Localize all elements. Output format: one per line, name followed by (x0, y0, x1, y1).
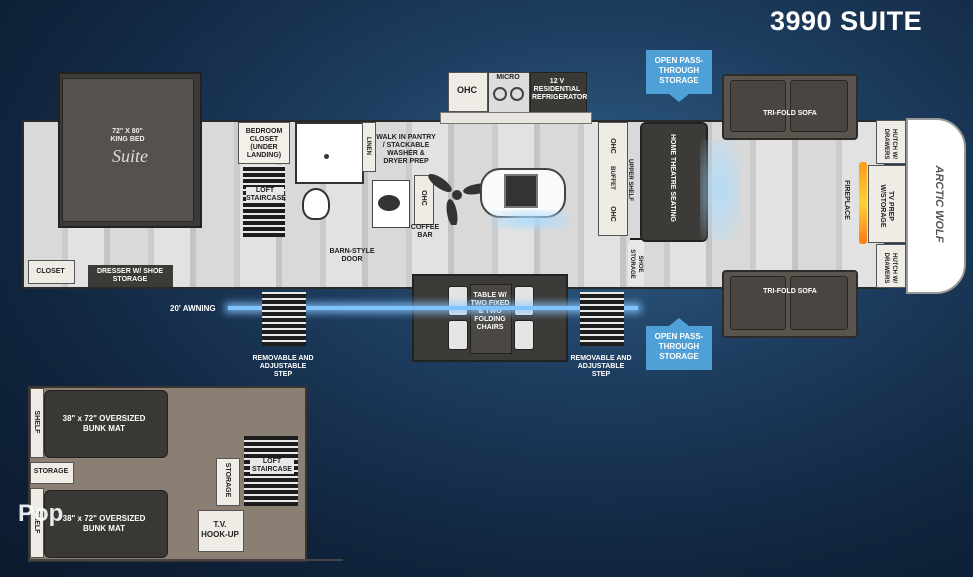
linen-label: LINEN (365, 137, 371, 155)
dresser (88, 265, 173, 287)
coffee-bar-ohc (414, 175, 434, 225)
ohc-top-label: OHC (457, 85, 477, 95)
callout-arrow (669, 94, 689, 102)
bunk-bottom (44, 490, 168, 558)
chair-icon (448, 320, 468, 350)
loft-staircase-label: LOFT STAIRCASE (246, 187, 286, 203)
linen (362, 122, 376, 172)
toilet-icon (302, 188, 330, 220)
hutch-bottom (876, 244, 906, 288)
burner-icon (510, 87, 524, 101)
storage-right-label: STORAGE (224, 462, 231, 498)
hutch-top-label: HUTCH W/ DRAWERS (883, 128, 897, 160)
step-left (262, 292, 306, 346)
tv-hookup-label: T.V. HOOK-UP (201, 520, 239, 539)
shelf-bottom (30, 488, 44, 558)
sofa-bottom-cushion (790, 276, 848, 330)
island-sink-icon (504, 174, 538, 208)
sofa-top-cushion (730, 80, 786, 132)
kitchen-counter (440, 112, 592, 124)
dining-table (470, 284, 512, 354)
front-cap-logo: ARCTIC WOLF (933, 165, 945, 243)
chair-icon (514, 286, 534, 316)
upper-shelf-label: UPPER SHELF (627, 158, 633, 201)
shower-drain-icon (324, 154, 329, 159)
chair-icon (514, 320, 534, 350)
sofa-top-cushion (790, 80, 848, 132)
closet (28, 260, 75, 284)
storage-callout-bottom: OPEN PASS-THROUGH STORAGE (646, 318, 712, 370)
fireplace-glow (859, 162, 867, 244)
island-glow (490, 210, 570, 230)
tv-hookup (198, 510, 244, 552)
bed-label: 72" X 80" KING BED (110, 128, 145, 143)
loft-line (28, 559, 343, 561)
home-theatre-label: HOME THEATRE SEATING (669, 133, 676, 223)
page-title: 3990 SUITE (770, 6, 923, 36)
hutch-top (876, 120, 906, 164)
awning-line (228, 306, 638, 310)
coffee-bar-label: COFFEE BAR (410, 224, 440, 239)
buffet (598, 122, 628, 236)
bedroom-closet-label: BEDROOM CLOSET (UNDER LANDING) (245, 128, 283, 159)
refrigerator (530, 72, 587, 114)
chair-icon (448, 286, 468, 316)
awning-label: 20' AWNING (170, 304, 216, 313)
storage-left-label: STORAGE (33, 468, 69, 475)
storage-left (30, 462, 74, 484)
bunk-top (44, 390, 168, 458)
sofa-top-label: TRI-FOLD SOFA (763, 110, 817, 117)
buffet-ohc-bottom: OHC (609, 206, 616, 222)
sofa-bottom-label: TRI-FOLD SOFA (763, 288, 817, 295)
shoe-storage-label: SHOE STORAGE (628, 242, 644, 286)
buffet-label: BUFFET (609, 166, 615, 190)
pantry-label: WALK IN PANTRY / STACKABLE WASHER & DRYE… (376, 134, 436, 165)
table-label: TABLE W/ TWO FIXED & TWO FOLDING CHAIRS (470, 292, 510, 331)
ohc-top (448, 72, 488, 112)
storage-callout-top: OPEN PASS-THROUGH STORAGE (646, 50, 712, 102)
step-left-label: REMOVABLE AND ADJUSTABLE STEP (252, 355, 314, 378)
loft-staircase-2-label: LOFT STAIRCASE (250, 458, 294, 474)
fireplace-label: FIREPLACE (843, 180, 850, 220)
king-bed (62, 78, 194, 222)
tv-prep-label: TV PREP W/STORAGE (879, 184, 894, 228)
callout-arrow (669, 318, 689, 326)
hutch-bottom-label: HUTCH W/ DRAWERS (883, 252, 897, 284)
theatre-glow (700, 140, 740, 240)
sofa-bottom-cushion (730, 276, 786, 330)
front-cap (906, 118, 966, 294)
refrigerator-label: 12 V RESIDENTIAL REFRIGERATOR (532, 78, 588, 101)
main-floorplan: 72" X 80" KING BED Suite CLOSET DRESSER … (10, 70, 966, 338)
step-right (580, 292, 624, 346)
watermark-logo: Pop (18, 500, 64, 527)
step-right-label: REMOVABLE AND ADJUSTABLE STEP (570, 355, 632, 378)
sink-icon (378, 195, 400, 211)
suite-logo: Suite (112, 146, 148, 166)
shower (295, 122, 364, 184)
bunk-top-label: 38" x 72" OVERSIZED BUNK MAT (62, 414, 146, 433)
bedroom-closet (238, 122, 290, 164)
barn-door-label: BARN-STYLE DOOR (329, 248, 375, 263)
dresser-label: DRESSER W/ SHOE STORAGE (96, 268, 164, 283)
shelf-top (30, 388, 44, 458)
shelf-top-label: SHELF (33, 410, 40, 434)
bunk-bottom-label: 38" x 72" OVERSIZED BUNK MAT (62, 514, 146, 533)
tv-prep (868, 165, 906, 243)
callout-box: OPEN PASS-THROUGH STORAGE (646, 326, 712, 370)
micro-label: MICRO (496, 74, 520, 81)
storage-right (216, 458, 240, 506)
closet-label: CLOSET (36, 268, 65, 275)
burner-icon (493, 87, 507, 101)
callout-box: OPEN PASS-THROUGH STORAGE (646, 50, 712, 94)
